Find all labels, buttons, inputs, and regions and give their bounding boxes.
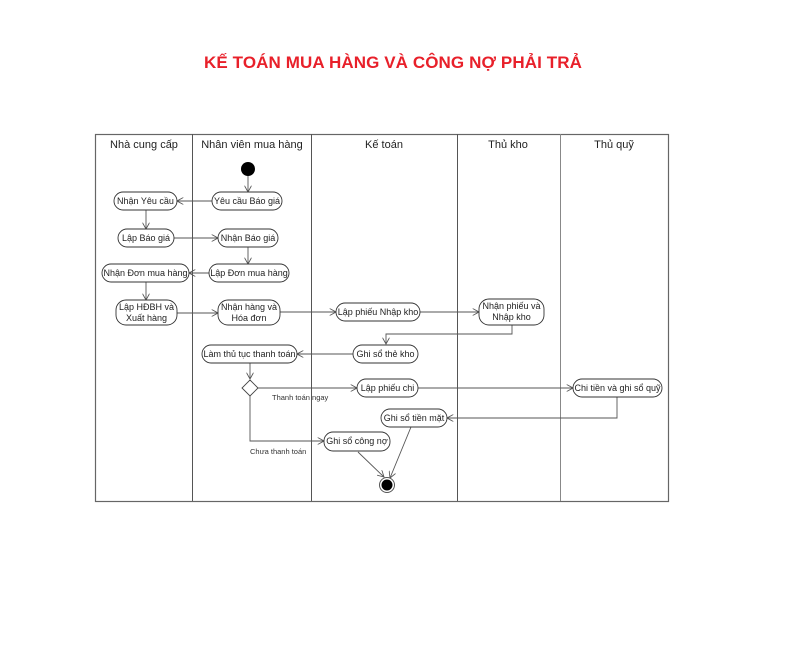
final-node-icon — [379, 477, 395, 493]
svg-text:Lập HĐBH và: Lập HĐBH và — [119, 302, 174, 312]
svg-text:Chi tiền và ghi sổ quỹ: Chi tiền và ghi sổ quỹ — [574, 383, 661, 393]
initial-node-icon — [241, 162, 255, 176]
svg-text:Lập phiếu Nhập kho: Lập phiếu Nhập kho — [338, 307, 419, 317]
action-node-nhan-hang-hoa-don[interactable]: Nhận hàng và Hóa đơn — [217, 299, 281, 326]
guard-pay-now: Thanh toán ngay — [272, 393, 329, 402]
svg-text:Nhận Báo giá: Nhận Báo giá — [221, 233, 276, 243]
action-node-chi-tien-ghi-so-quy[interactable]: Chi tiền và ghi sổ quỹ — [572, 378, 663, 398]
action-node-ghi-so-cong-no[interactable]: Ghi sổ công nợ — [323, 431, 391, 452]
lane-header-thu-quy: Thủ quỹ — [594, 139, 634, 151]
action-node-nhan-bao-gia[interactable]: Nhận Báo giá — [217, 228, 279, 248]
svg-text:Lập phiếu chi: Lập phiếu chi — [361, 383, 415, 393]
action-node-nhan-phieu-nhap-kho[interactable]: Nhận phiếu và Nhập kho — [478, 298, 545, 326]
decision-diamond-icon — [241, 379, 259, 397]
action-node-lap-hdbh-xuat-hang[interactable]: Lập HĐBH và Xuất hàng — [115, 299, 178, 326]
svg-text:Yêu cầu Báo giá: Yêu cầu Báo giá — [214, 196, 280, 206]
svg-text:Xuất hàng: Xuất hàng — [126, 313, 167, 323]
action-node-lap-bao-gia[interactable]: Lập Báo giá — [117, 228, 175, 248]
edges — [146, 176, 618, 478]
action-node-lap-don-mua-hang[interactable]: Lập Đơn mua hàng — [208, 263, 290, 283]
action-node-ghi-so-the-kho[interactable]: Ghi sổ thẻ kho — [352, 344, 419, 364]
action-node-nhan-yeu-cau[interactable]: Nhận Yêu cầu — [113, 191, 178, 211]
svg-text:Hóa đơn: Hóa đơn — [232, 313, 267, 323]
lane-header-nha-cung-cap: Nhà cung cấp — [110, 139, 178, 151]
svg-text:Ghi sổ thẻ kho: Ghi sổ thẻ kho — [356, 349, 414, 359]
action-node-lam-thu-tuc-thanh-toan[interactable]: Làm thủ tục thanh toán — [201, 344, 298, 364]
action-node-lap-phieu-nhap-kho[interactable]: Lập phiếu Nhập kho — [335, 302, 421, 322]
svg-text:Làm thủ tục thanh toán: Làm thủ tục thanh toán — [203, 349, 295, 359]
svg-text:Nhận Đơn mua hàng: Nhận Đơn mua hàng — [104, 268, 188, 278]
lane-header-nhan-vien-mua-hang: Nhân viên mua hàng — [201, 139, 303, 151]
action-node-yeu-cau-bao-gia[interactable]: Yêu cầu Báo giá — [211, 191, 283, 211]
action-node-lap-phieu-chi[interactable]: Lập phiếu chi — [356, 378, 419, 398]
svg-text:Nhận Yêu cầu: Nhận Yêu cầu — [117, 196, 174, 206]
svg-text:Lập Đơn mua hàng: Lập Đơn mua hàng — [210, 268, 287, 278]
svg-text:Ghi sổ công nợ: Ghi sổ công nợ — [326, 436, 388, 446]
action-node-ghi-so-tien-mat[interactable]: Ghi sổ tiền mặt — [380, 408, 448, 428]
svg-text:Lập Báo giá: Lập Báo giá — [122, 233, 170, 243]
swimlane-frame — [94, 133, 670, 503]
svg-text:Ghi sổ tiền mặt: Ghi sổ tiền mặt — [384, 413, 445, 423]
lane-header-ke-toan: Kế toán — [365, 139, 403, 151]
diagram-title: KẾ TOÁN MUA HÀNG VÀ CÔNG NỢ PHẢI TRẢ — [204, 53, 582, 72]
action-node-nhan-don-mua-hang[interactable]: Nhận Đơn mua hàng — [101, 263, 190, 283]
svg-text:Nhận hàng và: Nhận hàng và — [221, 302, 277, 312]
svg-text:Nhận phiếu và: Nhận phiếu và — [482, 301, 540, 311]
guard-not-paid: Chưa thanh toán — [250, 447, 306, 456]
svg-text:Nhập kho: Nhập kho — [492, 312, 531, 322]
lane-header-thu-kho: Thủ kho — [488, 139, 528, 151]
